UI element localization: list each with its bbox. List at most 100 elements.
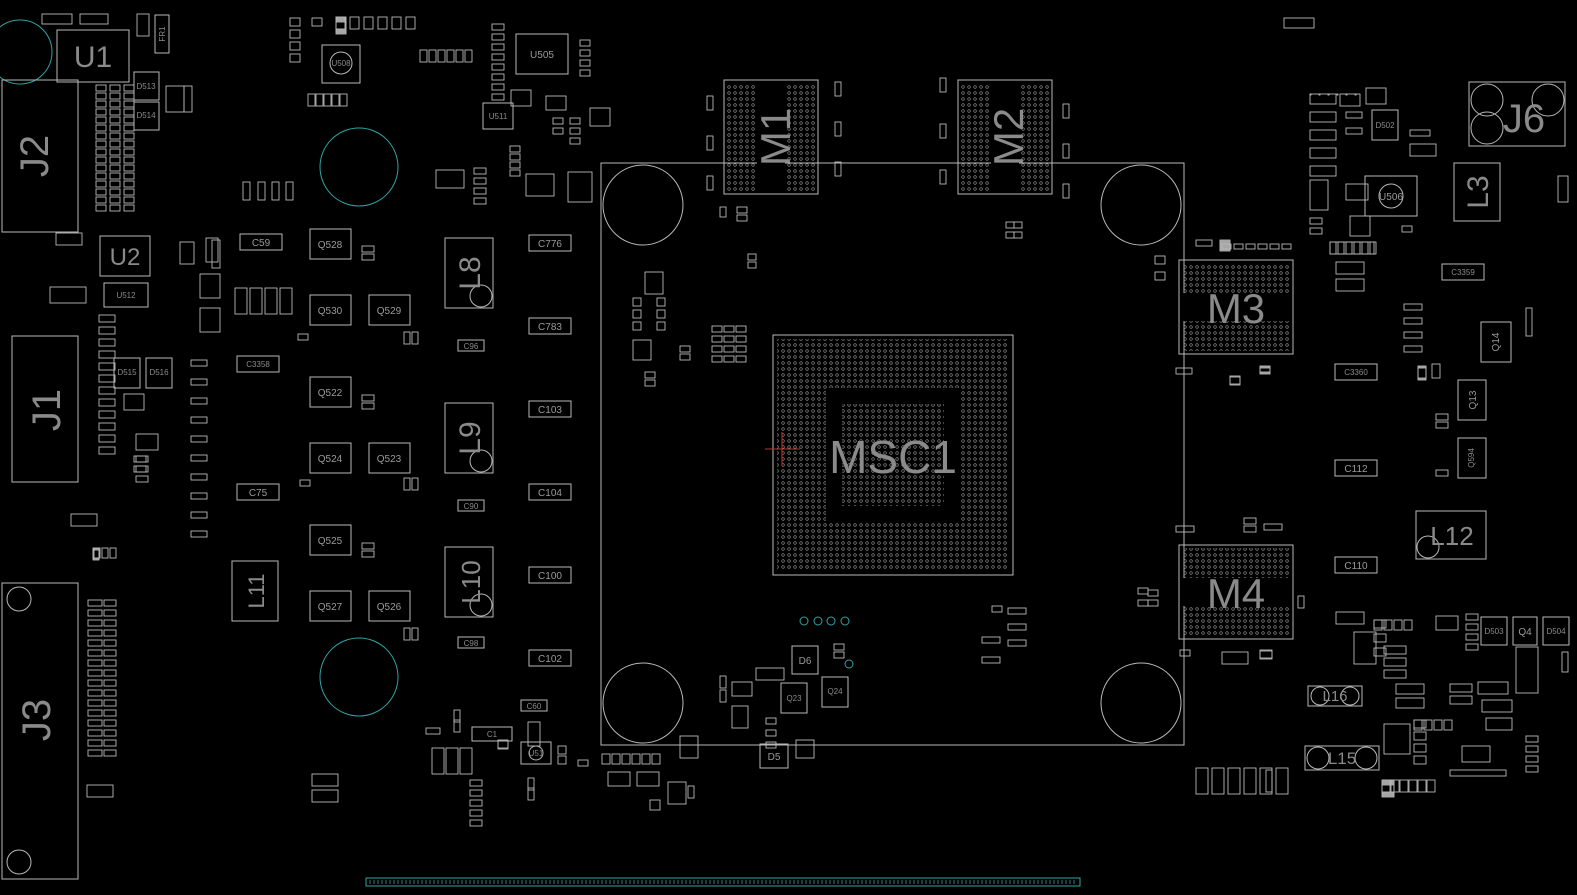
board-outline (600, 162, 1185, 746)
cap-c3360: C3360 (1334, 363, 1378, 381)
inductor-l12: L12 (1415, 510, 1487, 560)
svg-text:C75: C75 (249, 488, 268, 499)
inductor-l8: L8 (444, 237, 494, 309)
svg-text:Q522: Q522 (318, 388, 343, 399)
mounting-hole (602, 164, 684, 246)
transistor-q527: Q527 (309, 590, 352, 622)
svg-text:D504: D504 (1546, 627, 1566, 636)
svg-text:M4: M4 (1207, 570, 1265, 617)
teal-hole (319, 637, 399, 717)
ic-u505: U505 (515, 33, 569, 75)
transistor-q594: Q594 (1457, 437, 1487, 479)
svg-text:D6: D6 (799, 656, 812, 667)
svg-text:FR1: FR1 (158, 26, 167, 42)
svg-text:C112: C112 (1344, 464, 1368, 475)
svg-text:C3360: C3360 (1344, 368, 1368, 377)
connector-j6: J6 (1468, 81, 1566, 147)
ic-u508: U508 (321, 44, 361, 84)
svg-text:U2: U2 (110, 244, 141, 271)
teal-hole (0, 19, 53, 85)
transistor-q522: Q522 (309, 376, 352, 408)
svg-text:C90: C90 (464, 502, 479, 511)
svg-text:L16: L16 (1322, 688, 1347, 705)
svg-text:Q528: Q528 (318, 240, 343, 251)
svg-text:M1: M1 (752, 108, 799, 166)
svg-text:C100: C100 (538, 571, 562, 582)
svg-text:Q526: Q526 (377, 602, 402, 613)
transistor-q523: Q523 (368, 442, 411, 474)
diode-d5: D5 (759, 743, 789, 769)
svg-text:C102: C102 (538, 654, 562, 665)
memory-m1: M1 (723, 79, 819, 195)
svg-text:C3359: C3359 (1451, 268, 1475, 277)
transistor-q526: Q526 (368, 590, 411, 622)
svg-text:J1: J1 (25, 389, 69, 431)
svg-text:M2: M2 (985, 108, 1032, 166)
transistor-q525: Q525 (309, 524, 352, 556)
svg-text:C776: C776 (538, 239, 562, 250)
svg-text:C98: C98 (464, 639, 479, 648)
diode-d504: D504 (1542, 616, 1570, 646)
transistor-q13: Q13 (1457, 379, 1487, 421)
cap-c90: C90 (457, 499, 485, 512)
fuse-fr1: FR1 (154, 14, 170, 54)
teal-hole (319, 127, 399, 207)
connector-u1: U1 (56, 29, 130, 83)
inductor-l10: L10 (444, 546, 494, 618)
svg-text:L15: L15 (1328, 749, 1356, 768)
ic-u512: U512 (103, 282, 149, 308)
svg-text:U512: U512 (116, 291, 136, 300)
svg-text:Q523: Q523 (377, 454, 402, 465)
cap-c783: C783 (528, 317, 572, 335)
mounting-hole (602, 662, 684, 744)
transistor-q524: Q524 (309, 442, 352, 474)
cap-c776: C776 (528, 234, 572, 252)
memory-m2: M2 (957, 79, 1053, 195)
msc1-bga (772, 334, 1014, 576)
cap-c75: C75 (236, 483, 280, 501)
cap-c98: C98 (457, 636, 485, 649)
svg-text:J6: J6 (1503, 97, 1545, 141)
svg-text:L10: L10 (456, 560, 486, 603)
svg-text:U506: U506 (1379, 192, 1403, 203)
svg-text:Q24: Q24 (827, 687, 843, 696)
inductor-l9: L9 (444, 402, 494, 474)
svg-text:C96: C96 (464, 342, 479, 351)
svg-text:C104: C104 (538, 488, 562, 499)
teal-vias (799, 616, 854, 669)
cap-c102: C102 (528, 649, 572, 667)
cap-c96: C96 (457, 339, 485, 352)
transistor-q4: Q4 (1512, 616, 1538, 646)
svg-text:Q529: Q529 (377, 306, 402, 317)
connector-j1: J1 (11, 335, 79, 483)
svg-text:Q13: Q13 (1468, 390, 1479, 409)
cap-c1: C1 (471, 726, 513, 742)
cap-c60: C60 (520, 699, 548, 712)
svg-text:M3: M3 (1207, 285, 1265, 332)
cap-c59: C59 (239, 233, 283, 251)
svg-text:Q524: Q524 (318, 454, 343, 465)
mounting-hole (1100, 164, 1182, 246)
svg-text:Q594: Q594 (1467, 448, 1476, 468)
connector-j2: J2 (1, 79, 79, 233)
edge-connector (365, 877, 1081, 887)
svg-text:C3358: C3358 (246, 360, 270, 369)
passive-components (41, 13, 1569, 827)
cap-c103: C103 (528, 400, 572, 418)
svg-text:D502: D502 (1375, 121, 1395, 130)
svg-text:D5: D5 (768, 752, 781, 763)
svg-text:J3: J3 (15, 699, 59, 741)
svg-text:D514: D514 (136, 111, 156, 120)
memory-m4: M4 (1178, 544, 1294, 640)
svg-text:U51: U51 (529, 749, 544, 758)
svg-text:C60: C60 (527, 702, 542, 711)
svg-text:U511: U511 (489, 112, 508, 121)
inductor-l11: L11 (231, 560, 279, 622)
svg-text:D515: D515 (117, 368, 137, 377)
diode-d6: D6 (791, 645, 819, 675)
svg-text:L12: L12 (1430, 521, 1473, 551)
memory-m3: M3 (1178, 259, 1294, 355)
transistor-q530: Q530 (309, 294, 352, 326)
svg-text:C59: C59 (252, 238, 271, 249)
svg-text:C783: C783 (538, 322, 562, 333)
